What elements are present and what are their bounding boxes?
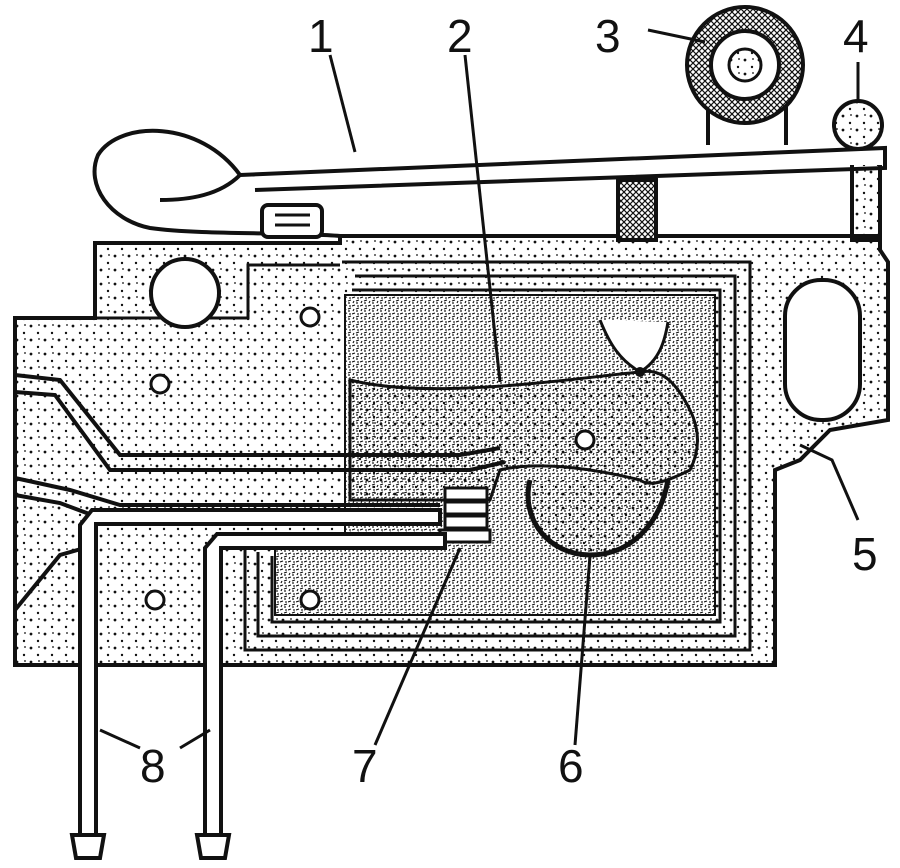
callout-3: 3 — [595, 10, 621, 62]
screw-head — [260, 203, 324, 239]
callout-8: 8 — [140, 740, 166, 792]
fixed-contact — [438, 486, 492, 544]
callout-5: 5 — [852, 528, 878, 580]
inner-cavity — [243, 260, 752, 652]
moving-contact-arc — [525, 479, 671, 558]
callout-4: 4 — [843, 10, 869, 62]
mounting-hole — [149, 257, 221, 329]
snap-spring — [348, 369, 699, 502]
actuating-lever — [92, 128, 887, 238]
callout-6: 6 — [558, 740, 584, 792]
rivets — [144, 306, 596, 611]
leader-lines — [99, 28, 860, 750]
callout-1: 1 — [308, 10, 334, 62]
callout-2: 2 — [447, 10, 473, 62]
terminal-pins — [69, 508, 447, 860]
lever-support — [850, 165, 882, 242]
roller-assembly — [685, 5, 805, 145]
callout-7: 7 — [352, 740, 378, 792]
mounting-slot — [783, 278, 862, 422]
internal-channels — [13, 373, 506, 612]
plunger — [616, 178, 658, 242]
spring-pivot — [635, 367, 645, 377]
ball-end — [832, 99, 884, 151]
